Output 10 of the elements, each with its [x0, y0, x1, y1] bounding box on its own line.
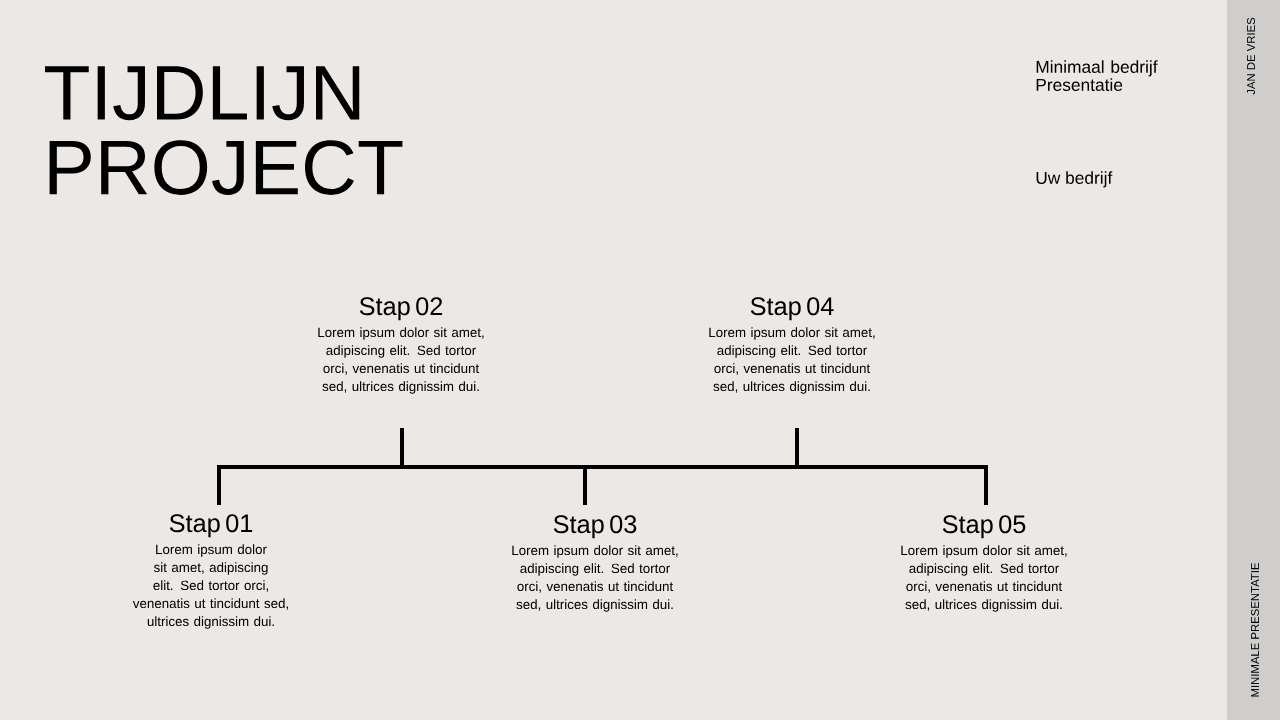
vertical-text: MINIMALE PRESENTATIE — [1251, 563, 1259, 697]
company-text: Uw bedrijf — [1036, 171, 1113, 188]
step-text: Stap 03 Lorem ipsum dolor sit amet, adipiscing elit. Sed tortor orci, venenatis ut tincidunt sed, ultrices dignissim dui. — [512, 515, 678, 612]
step-text: Stap 05 Lorem ipsum dolor sit amet, adipiscing elit. Sed tortor orci, venenatis ut tincidunt sed, ultrices dignissim dui. — [901, 515, 1067, 612]
step-text: Stap 02 Lorem ipsum dolor sit amet, adipiscing elit. Sed tortor orci, venenatis ut tincidunt sed, ultrices dignissim dui. — [318, 297, 484, 394]
step-text: Stap 01 Lorem ipsum dolor sit amet, adipiscing elit. Sed tortor orci, venenatis ut tincidunt sed, ultrices dignissim dui. — [132, 514, 288, 629]
step-text: Stap 04 Lorem ipsum dolor sit amet, adipiscing elit. Sed tortor orci, venenatis ut tincidunt sed, ultrices dignissim dui. — [709, 297, 875, 394]
vertical-text: JAN DE VRIES — [1247, 17, 1255, 95]
subtitle-text: Minimaal bedrijf Presentatie — [1036, 60, 1158, 91]
title: TIJDLIJN PROJECT — [45, 66, 403, 195]
